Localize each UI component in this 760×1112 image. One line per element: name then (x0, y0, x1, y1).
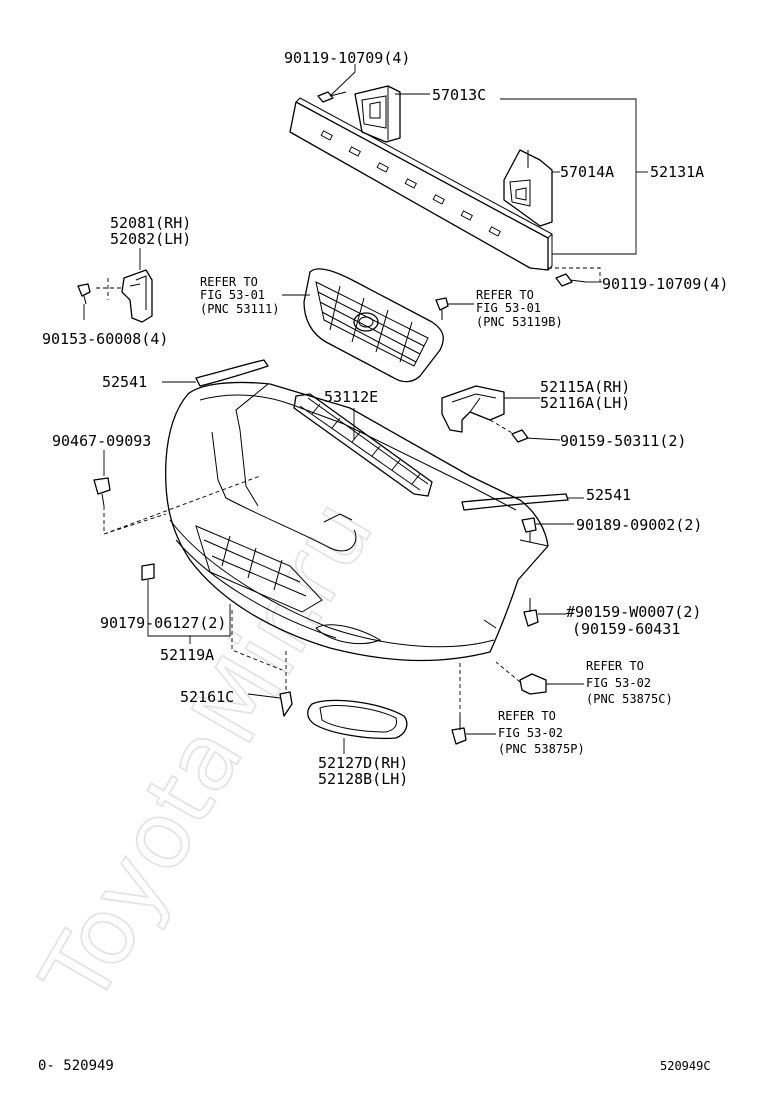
bolt-icon (511, 429, 561, 443)
label-52119A: 52119A (160, 646, 214, 664)
clip-icon (521, 517, 537, 542)
bumper-molding-strip (461, 493, 569, 511)
clip-icon (141, 563, 155, 581)
label-52081-rh: 52081(RH) (110, 214, 191, 232)
ref-53119B-line3: (PNC 53119B) (476, 315, 563, 329)
label-90159-50311: 90159-50311(2) (560, 432, 686, 450)
ref-53119B-line1: REFER TO (476, 288, 534, 302)
clip-icon (279, 691, 293, 717)
reinforcement-bracket-left (354, 85, 401, 143)
clip-icon (435, 297, 449, 320)
ref-53111-line2: FIG 53-01 (200, 288, 265, 302)
label-52541-right: 52541 (586, 486, 631, 504)
footer-left-code: 0- 520949 (38, 1058, 114, 1074)
clip-icon (93, 477, 111, 507)
ref-53111-line3: (PNC 53111) (200, 302, 279, 316)
label-52131A: 52131A (650, 163, 704, 181)
label-57014A: 57014A (560, 163, 614, 181)
label-57013C: 57013C (432, 86, 486, 104)
bumper-side-support (441, 385, 505, 433)
label-52128B-lh: 52128B(LH) (318, 770, 408, 788)
label-52082-lh: 52082(LH) (110, 230, 191, 248)
label-52541-top: 52541 (102, 373, 147, 391)
fog-lamp-cover (307, 699, 408, 740)
label-52115A-rh: 52115A(RH) (540, 378, 630, 396)
ref-53875P-line3: (PNC 53875P) (498, 742, 585, 756)
label-52116A-lh: 52116A(LH) (540, 394, 630, 412)
bumper-reinforcement (289, 97, 553, 271)
front-bumper-cover (165, 381, 549, 662)
label-90189-09002: 90189-09002(2) (576, 516, 702, 534)
ref-53875C-line1: REFER TO (586, 659, 644, 673)
bolt-icon (317, 91, 347, 103)
label-90179-06127: 90179-06127(2) (100, 614, 226, 632)
bumper-bracket (519, 673, 547, 695)
lower-grille (293, 393, 433, 497)
label-90159-W0007: #90159-W0007(2) (566, 603, 701, 621)
label-53112E: 53112E (324, 388, 378, 406)
label-52127D-rh: 52127D(RH) (318, 754, 408, 772)
label-90159-60431: (90159-60431 (572, 620, 680, 638)
label-90467-09093: 90467-09093 (52, 432, 151, 450)
side-mount-bracket (121, 269, 153, 323)
ref-53875C-line2: FIG 53-02 (586, 676, 651, 690)
label-52161C: 52161C (180, 688, 234, 706)
bolt-icon (451, 716, 467, 745)
footer-right-code: 520949C (660, 1059, 711, 1073)
radiator-grille (303, 268, 444, 383)
ref-53119B-line2: FIG 53-01 (476, 301, 541, 315)
ref-53875P-line1: REFER TO (498, 709, 556, 723)
bolt-icon (523, 598, 539, 627)
label-90153-60008: 90153-60008(4) (42, 330, 168, 348)
bumper-molding-strip (195, 359, 269, 387)
label-90119-10709-right: 90119-10709(4) (602, 275, 728, 293)
ref-53111-line1: REFER TO (200, 275, 258, 289)
label-90119-10709-top: 90119-10709(4) (284, 49, 410, 67)
clip-icon (77, 283, 91, 305)
reinforcement-bracket-right (503, 149, 553, 227)
ref-53875P-line2: FIG 53-02 (498, 726, 563, 740)
bolt-icon (555, 273, 587, 287)
ref-53875C-line3: (PNC 53875C) (586, 692, 673, 706)
